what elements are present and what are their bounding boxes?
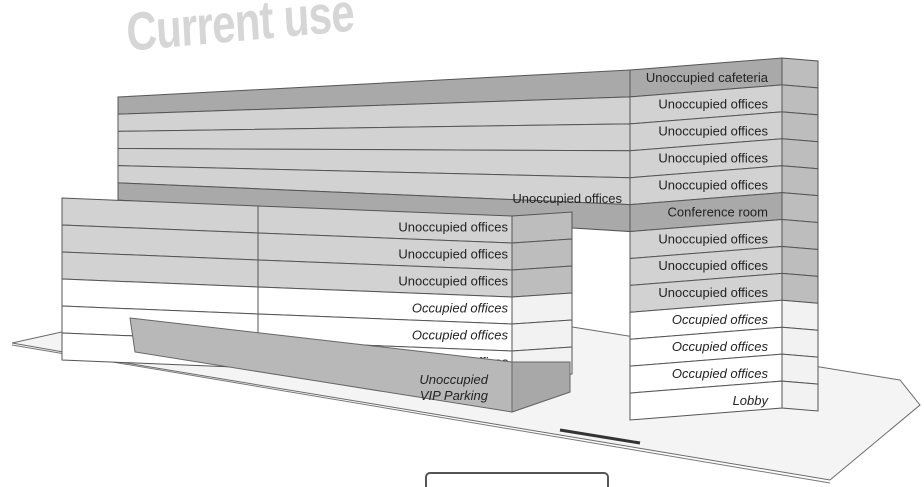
tower-floor-label: Occupied offices	[672, 312, 769, 327]
vip-parking: Unoccupied VIP Parking	[129, 317, 571, 413]
annex-floor-side	[511, 292, 573, 325]
annex-floor-label: Unoccupied offices	[398, 273, 508, 288]
tower-floor-label: Conference room	[668, 204, 768, 219]
annex-floor-side	[511, 211, 573, 244]
tower-floor-side	[781, 165, 819, 197]
tower-floor-side	[781, 57, 819, 89]
tower-floor-label: Occupied offices	[672, 366, 769, 381]
tower-floor-side	[781, 326, 819, 358]
tower-floor-side	[781, 245, 819, 277]
tower-floor-label: Lobby	[733, 393, 770, 408]
annex-floor-side	[511, 238, 573, 271]
annex-floor-label: Occupied offices	[412, 327, 509, 342]
tower-floor-side	[781, 218, 819, 251]
annex-floor-label: Unoccupied offices	[398, 246, 508, 261]
tower-floor-side	[781, 380, 819, 412]
tower-floor-side	[781, 192, 819, 224]
parking-label-line1: Unoccupied	[419, 372, 488, 387]
tower-back-label: Unoccupied offices	[512, 191, 622, 206]
tower-floor-label: Unoccupied offices	[658, 285, 768, 300]
tower-floor-side	[781, 84, 819, 116]
tower-floor-label: Unoccupied offices	[658, 231, 768, 246]
tower-floor-label: Unoccupied offices	[658, 151, 768, 166]
parking-label-line2: VIP Parking	[420, 388, 489, 403]
tower-floor-side	[781, 138, 819, 170]
bottom-frame	[425, 472, 609, 487]
tower-floor-label: Unoccupied offices	[658, 258, 768, 273]
annex-floor-side	[511, 265, 573, 298]
tower-floor-side	[781, 111, 819, 143]
tower-floor-label: Unoccupied cafeteria	[646, 70, 769, 85]
tower-floor-label: Unoccupied offices	[658, 177, 768, 192]
tower-floor-label: Unoccupied offices	[658, 124, 768, 139]
tower-floor-side	[781, 353, 819, 385]
tower-floor-label: Unoccupied offices	[658, 97, 768, 112]
tower-floor-side	[781, 272, 819, 304]
tower-floor-label: Occupied offices	[672, 339, 769, 354]
annex-floor-label: Occupied offices	[412, 300, 509, 315]
annex-floor-label: Unoccupied offices	[398, 219, 508, 234]
annex-floor-side	[511, 319, 573, 352]
tower-floor-side	[781, 299, 819, 331]
